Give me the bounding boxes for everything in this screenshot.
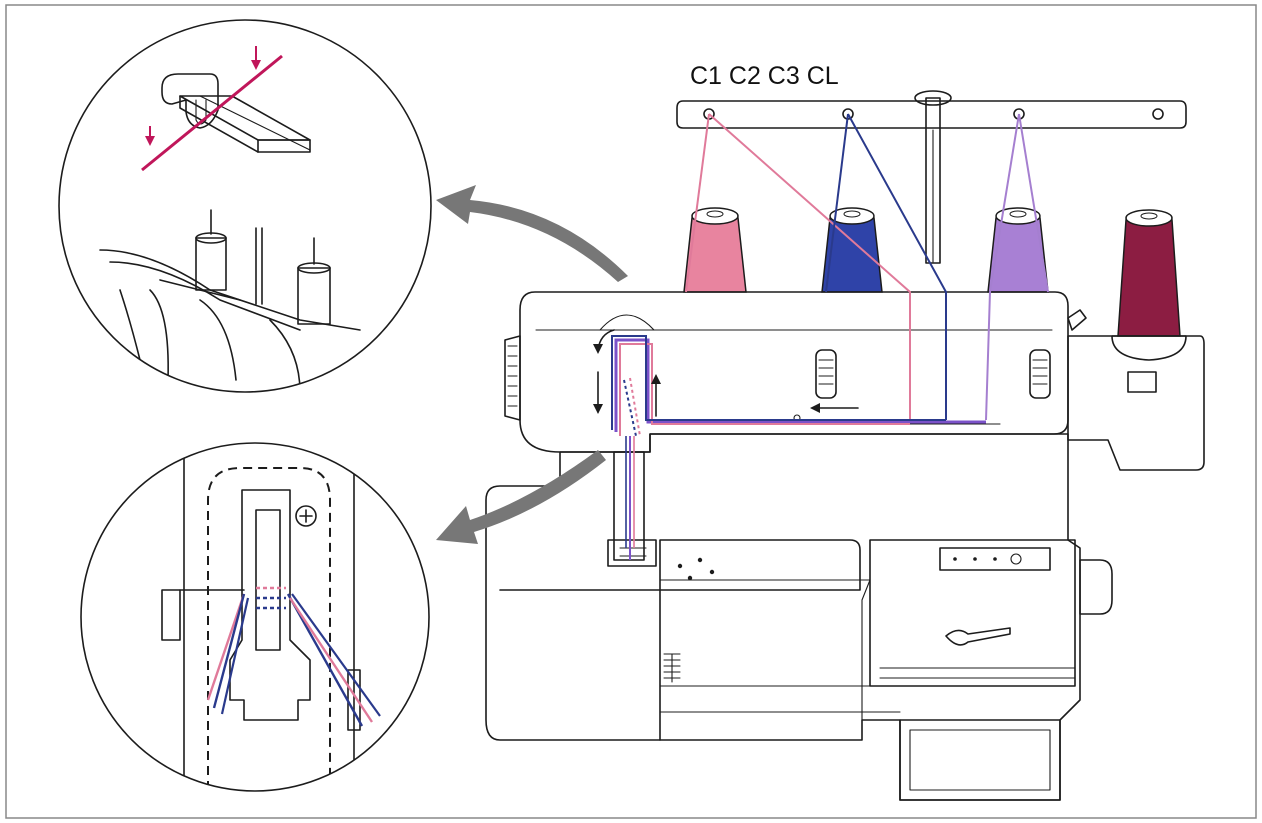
- hand-wheel: [504, 335, 521, 421]
- thread-stand: C1 C2 C3 CL: [676, 62, 1187, 264]
- detail-circle-upper: [58, 19, 432, 393]
- needle-clamp: [229, 489, 311, 721]
- overlock-machine: [485, 291, 1205, 801]
- looper-lever: [945, 627, 1011, 646]
- thread-c3-spool: [1018, 113, 1049, 293]
- thread-guide-labels: C1 C2 C3 CL: [690, 62, 839, 90]
- spool-cl: [1111, 209, 1187, 361]
- zoom-arrow-lower: [436, 450, 606, 544]
- clamp-screw: [295, 505, 317, 527]
- guide-eyelet-cl: [1152, 108, 1164, 120]
- machine-base: [485, 433, 1081, 801]
- thread-c1-path: [708, 113, 911, 420]
- detail-dashed-outline: [207, 467, 331, 790]
- detail-circle-lower: [80, 442, 430, 792]
- thread-guide-eyelets: [703, 108, 1164, 120]
- presser-foot: [607, 539, 657, 567]
- thread-c1-arm: [619, 343, 910, 436]
- detail-thread-line: [141, 54, 283, 172]
- direction-arrow-left: [810, 403, 859, 413]
- stand-pole: [925, 97, 941, 264]
- spool-c2: [821, 207, 883, 293]
- direction-arrow-curved: [593, 329, 615, 354]
- thread-c1-feed: [685, 113, 710, 293]
- side-housing: [1067, 335, 1205, 471]
- detail-thread-guide: [58, 19, 432, 393]
- detail-arrow-1: [251, 46, 261, 70]
- stand-top-knob: [914, 90, 952, 106]
- waste-tray: [899, 719, 1061, 801]
- direction-arrow-up: [651, 374, 661, 417]
- guide-hook: [161, 73, 219, 129]
- tension-dial-right: [1029, 349, 1051, 399]
- thread-c3-path: [985, 291, 991, 421]
- diagram-frame: [5, 4, 1257, 819]
- spool-c1: [683, 207, 747, 293]
- thread-c2-arm: [611, 335, 946, 430]
- tension-dial-left: [815, 349, 837, 399]
- thread-c2-path: [847, 113, 947, 420]
- thread-spools: [683, 207, 1187, 361]
- thread-paths: [593, 113, 1049, 560]
- detail-needle-threading: [80, 442, 430, 792]
- stitch-plate: [659, 539, 861, 591]
- thread-c2-feed: [825, 113, 849, 293]
- front-cover: [869, 539, 1076, 687]
- direction-arrow-down: [593, 371, 603, 414]
- machine-arm: [519, 291, 1069, 453]
- detail-arrow-2: [145, 126, 155, 146]
- thread-c3-feed: [989, 113, 1020, 293]
- zoom-arrow-upper: [436, 185, 628, 282]
- thread-combined-path: [614, 338, 986, 432]
